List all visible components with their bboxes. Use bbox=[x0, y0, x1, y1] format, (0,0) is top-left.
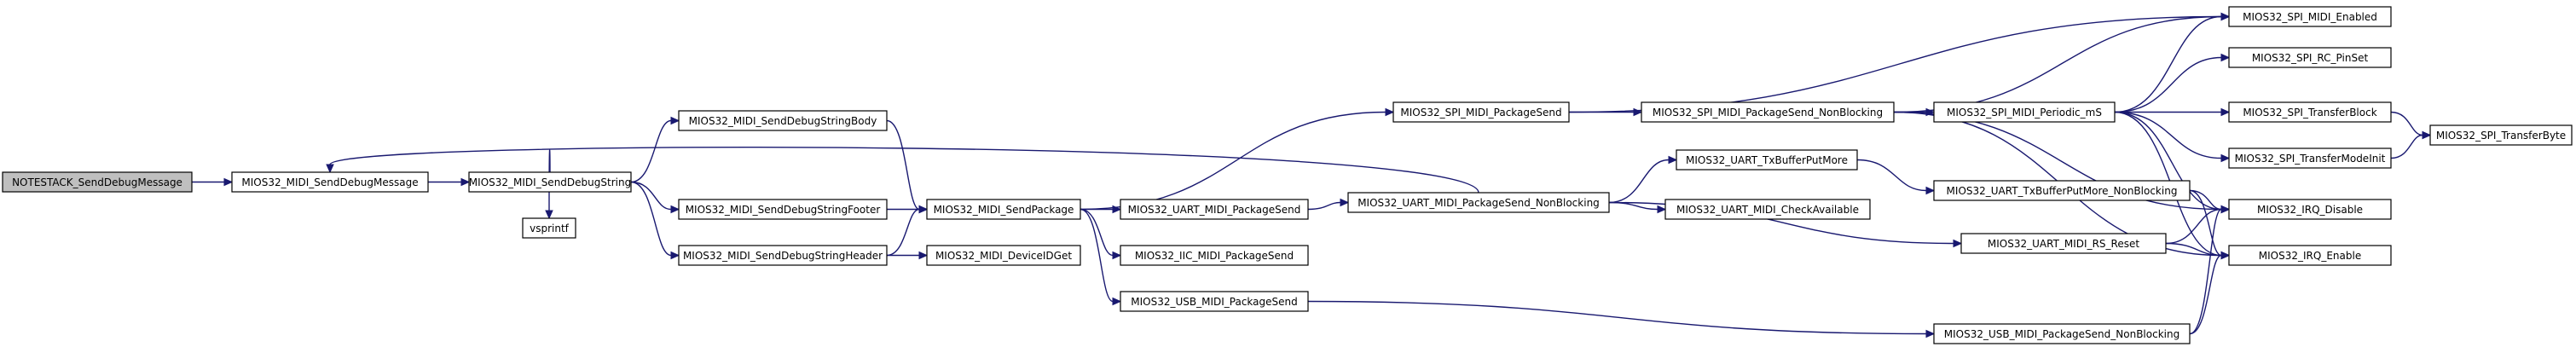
node-mios32-midi-senddebugstringheader[interactable]: MIOS32_MIDI_SendDebugStringHeader bbox=[678, 245, 888, 266]
node-mios32-usb-midi-packagesend-nonblocking[interactable]: MIOS32_USB_MIDI_PackageSend_NonBlocking bbox=[1933, 323, 2191, 344]
edge-n9-n21 bbox=[1568, 12, 2231, 113]
node-mios32-uart-midi-packagesend-nonblocking[interactable]: MIOS32_UART_MIDI_PackageSend_NonBlocking bbox=[1347, 192, 1610, 213]
edge-n0-n1 bbox=[192, 177, 234, 187]
node-label: MIOS32_IIC_MIDI_PackageSend bbox=[1135, 250, 1294, 262]
node-label: MIOS32_MIDI_SendDebugStringFooter bbox=[686, 204, 881, 216]
edge-n19-n25 bbox=[2165, 205, 2231, 245]
node-mios32-spi-transfermodeinit[interactable]: MIOS32_SPI_TransferModeInit bbox=[2228, 147, 2392, 169]
node-label: MIOS32_SPI_MIDI_PackageSend_NonBlocking bbox=[1653, 107, 1883, 119]
edge-n15-n18 bbox=[1856, 159, 1936, 195]
node-label: MIOS32_SPI_TransferBlock bbox=[2243, 107, 2376, 119]
edge-n7-n9 bbox=[1080, 107, 1395, 211]
node-label: MIOS32_USB_MIDI_PackageSend bbox=[1131, 296, 1298, 308]
node-mios32-irq-disable[interactable]: MIOS32_IRQ_Disable bbox=[2228, 199, 2392, 220]
edge-n2-n6 bbox=[630, 181, 680, 260]
edge-n14-n1 bbox=[326, 147, 1479, 194]
node-mios32-spi-midi-packagesend-nonblocking[interactable]: MIOS32_SPI_MIDI_PackageSend_NonBlocking bbox=[1641, 101, 1895, 123]
node-label: MIOS32_UART_MIDI_CheckAvailable bbox=[1676, 204, 1859, 216]
edge-n1-n2 bbox=[428, 177, 471, 187]
edge-n24-n27 bbox=[2390, 130, 2432, 159]
node-label: MIOS32_MIDI_DeviceIDGet bbox=[935, 250, 1072, 262]
node-mios32-spi-transferbyte[interactable]: MIOS32_SPI_TransferByte bbox=[2429, 124, 2573, 146]
edge-n6-n7 bbox=[886, 205, 929, 257]
edge-n4-n7 bbox=[886, 119, 929, 214]
node-mios32-uart-txbufferputmore[interactable]: MIOS32_UART_TxBufferPutMore bbox=[1676, 149, 1858, 171]
edge-n7-n11 bbox=[1080, 208, 1122, 260]
node-mios32-iic-midi-packagesend[interactable]: MIOS32_IIC_MIDI_PackageSend bbox=[1120, 245, 1309, 266]
node-label: MIOS32_UART_TxBufferPutMore bbox=[1686, 154, 1848, 166]
node-notestack-senddebugmessage[interactable]: NOTESTACK_SendDebugMessage bbox=[2, 171, 193, 193]
edge-n2-n4 bbox=[630, 116, 680, 183]
node-label: MIOS32_UART_MIDI_PackageSend_NonBlocking bbox=[1357, 197, 1600, 209]
node-label: MIOS32_USB_MIDI_PackageSend_NonBlocking bbox=[1944, 328, 2179, 340]
node-label: MIOS32_SPI_RC_PinSet bbox=[2252, 52, 2369, 64]
node-mios32-irq-enable[interactable]: MIOS32_IRQ_Enable bbox=[2228, 245, 2392, 266]
edge-n13-n21 bbox=[1893, 12, 2231, 113]
edge-n2-n5 bbox=[630, 181, 680, 214]
nodes-layer: NOTESTACK_SendDebugMessage MIOS32_MIDI_S… bbox=[2, 6, 2573, 344]
node-mios32-spi-midi-enabled[interactable]: MIOS32_SPI_MIDI_Enabled bbox=[2228, 6, 2392, 27]
node-label: NOTESTACK_SendDebugMessage bbox=[12, 176, 182, 188]
node-mios32-midi-senddebugmessage[interactable]: MIOS32_MIDI_SendDebugMessage bbox=[231, 171, 429, 193]
node-mios32-spi-midi-packagesend[interactable]: MIOS32_SPI_MIDI_PackageSend bbox=[1392, 101, 1570, 123]
node-mios32-midi-deviceidget[interactable]: MIOS32_MIDI_DeviceIDGet bbox=[926, 245, 1081, 266]
edge-n14-n15 bbox=[1608, 155, 1678, 204]
node-label: MIOS32_SPI_MIDI_Periodic_mS bbox=[1947, 107, 2102, 119]
node-vsprintf[interactable]: vsprintf bbox=[522, 217, 576, 239]
node-label: MIOS32_MIDI_SendDebugStringHeader bbox=[683, 250, 883, 262]
edge-n17-n23 bbox=[2115, 107, 2231, 117]
node-label: MIOS32_MIDI_SendDebugString bbox=[469, 176, 631, 188]
node-label: MIOS32_SPI_TransferByte bbox=[2436, 130, 2566, 142]
edge-n17-n21 bbox=[2114, 12, 2231, 113]
node-mios32-uart-midi-rs-reset[interactable]: MIOS32_UART_MIDI_RS_Reset bbox=[1960, 233, 2167, 254]
node-mios32-uart-txbufferputmore-nonblocking[interactable]: MIOS32_UART_TxBufferPutMore_NonBlocking bbox=[1933, 180, 2191, 201]
node-mios32-spi-midi-periodic-ms[interactable]: MIOS32_SPI_MIDI_Periodic_mS bbox=[1933, 101, 2116, 123]
node-mios32-midi-senddebugstringbody[interactable]: MIOS32_MIDI_SendDebugStringBody bbox=[678, 110, 888, 131]
edge-n17-n22 bbox=[2114, 53, 2231, 113]
edge-n12-n20 bbox=[1307, 300, 1936, 338]
node-label: MIOS32_SPI_MIDI_Enabled bbox=[2243, 11, 2377, 23]
edge-n17-n24 bbox=[2114, 111, 2231, 163]
node-label: MIOS32_SPI_TransferModeInit bbox=[2235, 153, 2386, 165]
edge-n7-n10 bbox=[1080, 205, 1122, 214]
node-mios32-uart-midi-packagesend[interactable]: MIOS32_UART_MIDI_PackageSend bbox=[1120, 199, 1309, 220]
node-mios32-midi-sendpackage[interactable]: MIOS32_MIDI_SendPackage bbox=[926, 199, 1081, 220]
node-mios32-midi-senddebugstring[interactable]: MIOS32_MIDI_SendDebugString bbox=[468, 171, 632, 193]
node-label: MIOS32_MIDI_SendDebugStringBody bbox=[689, 115, 877, 127]
node-mios32-midi-senddebugstringfooter[interactable]: MIOS32_MIDI_SendDebugStringFooter bbox=[678, 199, 888, 220]
node-label: MIOS32_MIDI_SendDebugMessage bbox=[241, 176, 418, 188]
node-label: MIOS32_SPI_MIDI_PackageSend bbox=[1400, 107, 1561, 119]
node-label: vsprintf bbox=[530, 223, 570, 234]
edge-n7-n12 bbox=[1080, 208, 1122, 306]
edge-n10-n14 bbox=[1307, 198, 1350, 211]
node-label: MIOS32_IRQ_Disable bbox=[2257, 204, 2363, 216]
edge-n17-n25 bbox=[2114, 111, 2231, 214]
edge-n6-n8 bbox=[887, 251, 929, 260]
node-mios32-uart-midi-checkavailable[interactable]: MIOS32_UART_MIDI_CheckAvailable bbox=[1664, 199, 1871, 220]
node-mios32-spi-rc-pinset[interactable]: MIOS32_SPI_RC_PinSet bbox=[2228, 47, 2392, 68]
node-label: MIOS32_UART_MIDI_PackageSend bbox=[1128, 204, 1301, 216]
node-mios32-spi-transferblock[interactable]: MIOS32_SPI_TransferBlock bbox=[2228, 101, 2392, 123]
node-label: MIOS32_MIDI_SendPackage bbox=[934, 204, 1074, 216]
node-label: MIOS32_UART_MIDI_RS_Reset bbox=[1988, 238, 2139, 250]
node-mios32-usb-midi-packagesend[interactable]: MIOS32_USB_MIDI_PackageSend bbox=[1120, 291, 1309, 312]
node-label: MIOS32_IRQ_Enable bbox=[2259, 250, 2361, 262]
node-label: MIOS32_UART_TxBufferPutMore_NonBlocking bbox=[1947, 185, 2178, 197]
